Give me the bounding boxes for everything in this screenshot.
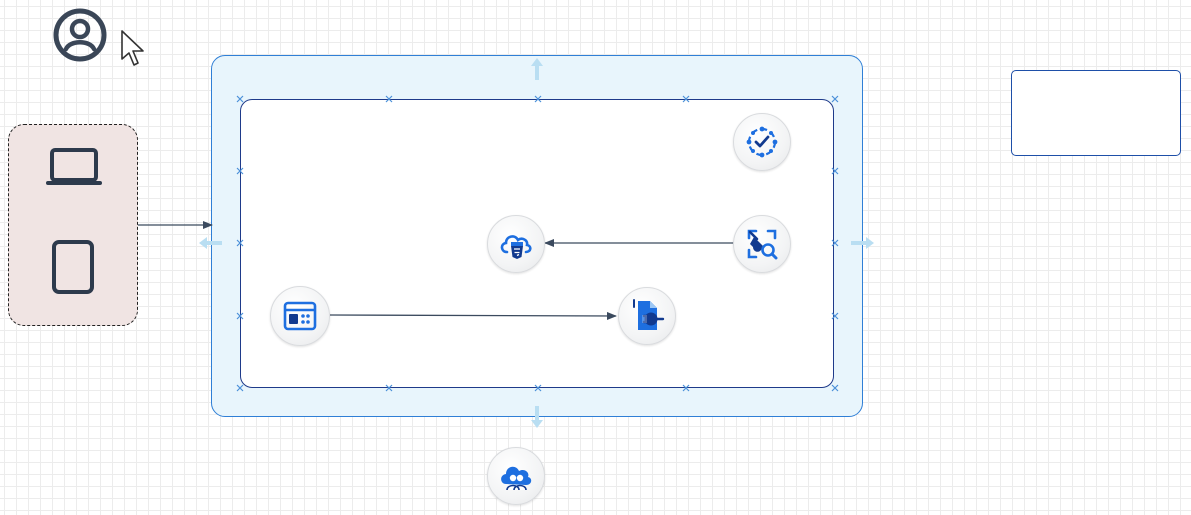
- dashboard-icon[interactable]: [270, 286, 330, 346]
- mouse-pointer-icon: [119, 29, 149, 69]
- checklist-circle-icon[interactable]: [733, 113, 791, 171]
- cloud-users-icon[interactable]: [487, 447, 545, 505]
- cloud-html-icon[interactable]: [487, 215, 545, 273]
- plugin-search-icon[interactable]: [733, 215, 791, 273]
- laptop-icon: [44, 146, 104, 188]
- document-plug-icon[interactable]: [618, 287, 676, 345]
- empty-box[interactable]: [1011, 70, 1181, 156]
- user-circle-icon: [52, 7, 108, 63]
- tablet-icon: [50, 238, 96, 296]
